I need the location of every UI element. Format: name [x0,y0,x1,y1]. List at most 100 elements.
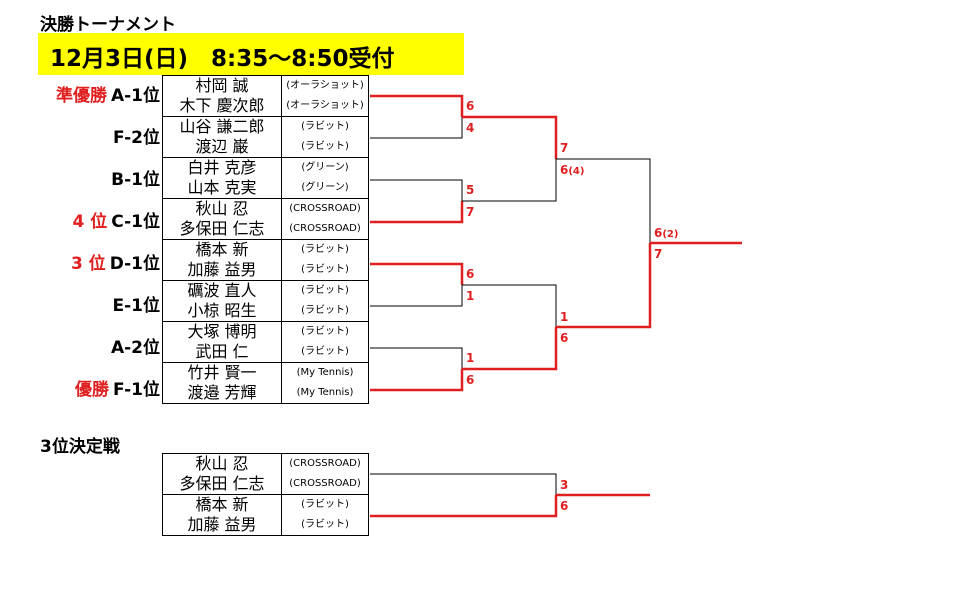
third-place-table: 秋山 忍多保田 仁志 (CROSSROAD) (CROSSROAD) 橋本 新加藤… [162,453,369,536]
club-name: (オーラショット) [286,100,364,111]
pair-clubs: (ラビット) (ラビット) [281,116,369,158]
bracket-line [370,117,463,139]
club-name: (My Tennis) [296,387,354,398]
bracket-line [462,159,557,202]
tiebreak-score: (4) [568,166,585,177]
club-name: (ラビット) [301,305,349,316]
pair-names: 礪波 直人小椋 昭生 [162,280,282,322]
player-name: 竹井 賢一 [187,363,257,382]
club-name: (ラビット) [301,326,349,337]
player-name: 木下 慶次郎 [179,96,265,115]
player-name: 渡辺 巌 [195,137,249,156]
bracket-line-winner [462,327,558,371]
club-name: (CROSSROAD) [289,223,361,234]
club-name: (ラビット) [301,499,349,510]
player-name: 多保田 仁志 [179,474,265,493]
player-name: 山谷 謙二郎 [179,117,265,136]
score-label: 5 [466,183,475,197]
player-name: 小椋 昭生 [187,301,257,320]
pair-clubs: (ラビット) (ラビット) [281,239,369,281]
third-place-title: 3位決定戦 [40,437,120,457]
pair-clubs: (グリーン) (グリーン) [281,157,369,199]
score-label: 6(4) [560,163,585,177]
pair-row: 秋山 忍多保田 仁志 (CROSSROAD) (CROSSROAD) [162,453,369,495]
player-name: 加藤 益男 [187,260,257,279]
player-name: 秋山 忍 [195,199,249,218]
pair-names: 秋山 忍多保田 仁志 [162,198,282,240]
player-name: 大塚 博明 [187,322,257,341]
player-name: 多保田 仁志 [179,219,265,238]
score-label: 6 [466,99,475,113]
pair-clubs: (CROSSROAD) (CROSSROAD) [281,198,369,240]
score-label: 4 [466,121,475,135]
score-label: 6 [466,373,475,387]
pair-clubs: (CROSSROAD) (CROSSROAD) [281,453,369,495]
player-name: 秋山 忍 [195,454,249,473]
date-banner: 12月3日(日) 8:35～8:50受付 [38,33,464,75]
seed-label: E-1位 [112,296,161,316]
score-label: 7 [560,141,569,155]
bracket-line-winner [556,243,652,329]
player-name: 橋本 新 [195,240,249,259]
pair-row: 村岡 誠木下 慶次郎 (オーラショット) (オーラショット) [162,75,369,117]
player-name: 村岡 誠 [195,76,249,95]
seed-label: B-1位 [111,170,160,190]
club-name: (グリーン) [301,162,349,173]
bracket-line-winner [370,262,464,285]
main-bracket-table: 村岡 誠木下 慶次郎 (オーラショット) (オーラショット) 山谷 謙二郎渡辺 巌… [162,75,369,404]
pair-names: 橋本 新加藤 益男 [162,494,282,536]
bracket-line-winner [370,369,464,392]
score-label: 6 [560,499,569,513]
club-name: (ラビット) [301,121,349,132]
player-name: 礪波 直人 [187,281,257,300]
score-label: 1 [466,289,475,303]
score-label: 7 [654,247,663,261]
pair-row: 竹井 賢一渡邉 芳輝 (My Tennis) (My Tennis) [162,362,369,404]
pair-row: 橋本 新加藤 益男 (ラビット) (ラビット) [162,494,369,536]
bracket-line [370,473,557,495]
club-name: (CROSSROAD) [289,203,361,214]
pair-row: 白井 克彦山本 克実 (グリーン) (グリーン) [162,157,369,199]
score-label: 6 [466,267,475,281]
tournament-title: 決勝トーナメント [40,15,176,35]
pair-row: 秋山 忍多保田 仁志 (CROSSROAD) (CROSSROAD) [162,198,369,240]
pair-row: 大塚 博明武田 仁 (ラビット)(ラビット) [162,321,369,363]
pair-row: 山谷 謙二郎渡辺 巌 (ラビット) (ラビット) [162,116,369,158]
bracket-line [556,158,651,243]
player-name: 武田 仁 [195,342,249,361]
score-label: 1 [466,351,475,365]
pair-names: 白井 克彦山本 克実 [162,157,282,199]
club-name: (グリーン) [301,182,349,193]
pair-clubs: (ラビット)(ラビット) [281,280,369,322]
player-name: 加藤 益男 [187,515,257,534]
score-label: 1 [560,310,569,324]
pair-row: 礪波 直人小椋 昭生 (ラビット)(ラビット) [162,280,369,322]
club-name: (ラビット) [301,264,349,275]
player-name: 山本 克実 [187,178,257,197]
club-name: (CROSSROAD) [289,478,361,489]
bracket-line-winner [370,94,464,117]
score-label: 3 [560,478,569,492]
pair-clubs: (My Tennis) (My Tennis) [281,362,369,404]
pair-names: 竹井 賢一渡邉 芳輝 [162,362,282,404]
pair-names: 橋本 新加藤 益男 [162,239,282,281]
bracket-line-winner [462,115,558,159]
pair-names: 村岡 誠木下 慶次郎 [162,75,282,117]
player-name: 橋本 新 [195,495,249,514]
club-name: (ラビット) [301,519,349,530]
pair-clubs: (ラビット) (ラビット) [281,494,369,536]
score-label: 7 [466,205,475,219]
club-name: (My Tennis) [296,367,354,378]
club-name: (ラビット) [301,141,349,152]
club-name: (CROSSROAD) [289,458,361,469]
club-name: (ラビット) [301,244,349,255]
club-name: (オーラショット) [286,80,364,91]
bracket-line [370,347,463,369]
score-label: 6 [560,331,569,345]
pair-row: 橋本 新加藤 益男 (ラビット) (ラビット) [162,239,369,281]
player-name: 渡邉 芳輝 [187,383,257,402]
